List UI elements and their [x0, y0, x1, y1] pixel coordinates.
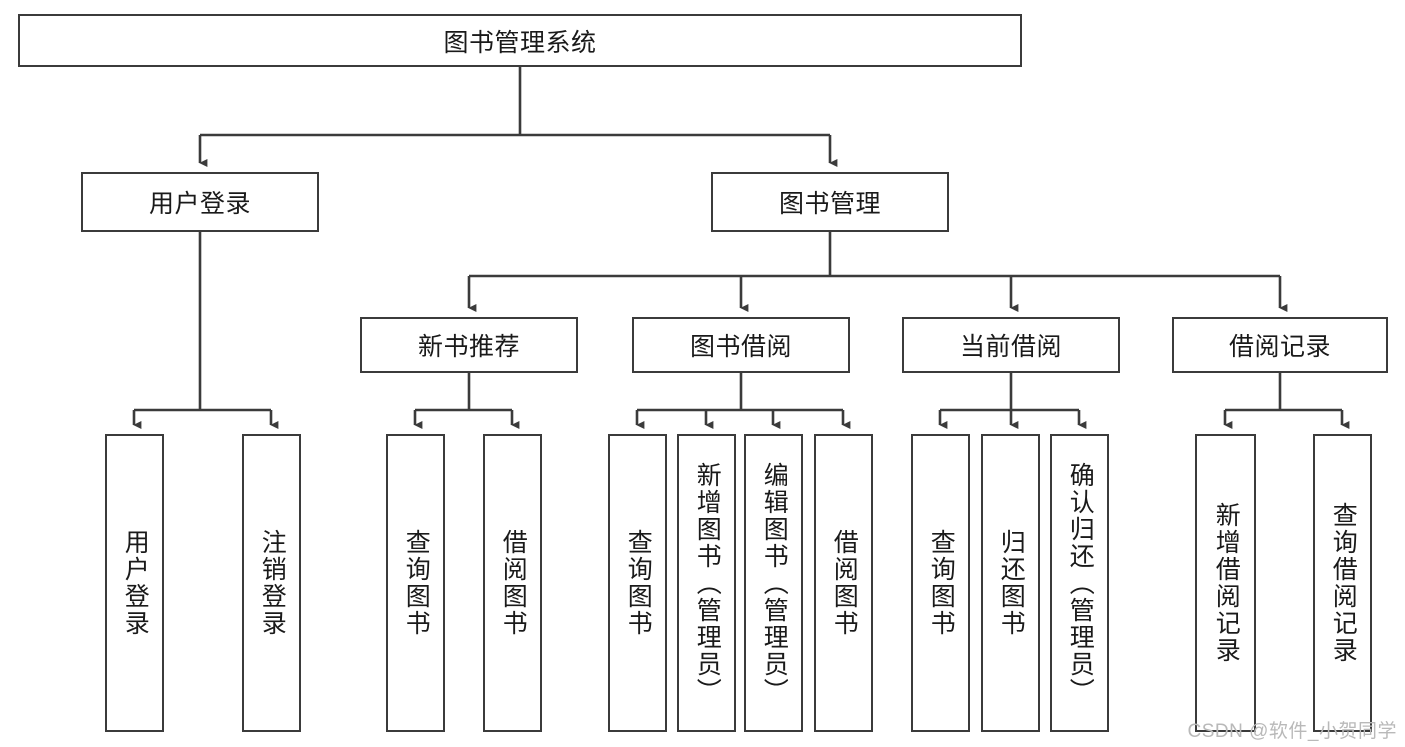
node-current-borrow[interactable]: 当前借阅 — [902, 317, 1120, 373]
leaf-query-book-3[interactable]: 查询图书 — [911, 434, 970, 732]
leaf-borrow-book-1-label: 借阅图书 — [499, 529, 528, 637]
leaf-logout[interactable]: 注销登录 — [242, 434, 301, 732]
node-root-label: 图书管理系统 — [443, 28, 597, 57]
node-current-borrow-label: 当前借阅 — [959, 333, 1062, 361]
leaf-user-login[interactable]: 用户登录 — [105, 434, 164, 732]
node-borrow-record[interactable]: 借阅记录 — [1172, 317, 1388, 373]
node-new-book-recommend-label: 新书推荐 — [417, 333, 520, 361]
node-book-manage-label: 图书管理 — [778, 190, 881, 218]
leaf-confirm-return[interactable]: 确认归还（管理员） — [1050, 434, 1109, 732]
leaf-query-book-2-label: 查询图书 — [624, 529, 653, 637]
leaf-query-book-1[interactable]: 查询图书 — [386, 434, 445, 732]
leaf-confirm-return-label: 确认归还（管理员） — [1066, 461, 1095, 705]
leaf-add-book[interactable]: 新增图书（管理员） — [677, 434, 736, 732]
leaf-borrow-book-2-label: 借阅图书 — [830, 529, 859, 637]
leaf-logout-label: 注销登录 — [258, 529, 287, 637]
leaf-query-record[interactable]: 查询借阅记录 — [1313, 434, 1372, 732]
node-new-book-recommend[interactable]: 新书推荐 — [360, 317, 578, 373]
leaf-return-book[interactable]: 归还图书 — [981, 434, 1040, 732]
leaf-query-book-1-label: 查询图书 — [402, 529, 431, 637]
node-borrow-record-label: 借阅记录 — [1228, 333, 1331, 361]
node-root[interactable]: 图书管理系统 — [18, 14, 1022, 67]
leaf-add-record[interactable]: 新增借阅记录 — [1195, 434, 1256, 732]
node-book-borrow[interactable]: 图书借阅 — [632, 317, 850, 373]
node-user-login[interactable]: 用户登录 — [81, 172, 319, 232]
leaf-return-book-label: 归还图书 — [997, 529, 1026, 637]
leaf-query-record-label: 查询借阅记录 — [1329, 502, 1358, 664]
leaf-add-record-label: 新增借阅记录 — [1212, 502, 1241, 664]
leaf-edit-book[interactable]: 编辑图书（管理员） — [744, 434, 803, 732]
node-book-manage[interactable]: 图书管理 — [711, 172, 949, 232]
leaf-borrow-book-2[interactable]: 借阅图书 — [814, 434, 873, 732]
leaf-add-book-label: 新增图书（管理员） — [693, 461, 722, 705]
csdn-watermark: CSDN @软件_小贺同学 — [1187, 721, 1397, 742]
node-user-login-label: 用户登录 — [148, 190, 251, 218]
leaf-borrow-book-1[interactable]: 借阅图书 — [483, 434, 542, 732]
leaf-user-login-label: 用户登录 — [121, 529, 150, 637]
node-book-borrow-label: 图书借阅 — [689, 333, 792, 361]
leaf-query-book-3-label: 查询图书 — [927, 529, 956, 637]
leaf-query-book-2[interactable]: 查询图书 — [608, 434, 667, 732]
leaf-edit-book-label: 编辑图书（管理员） — [760, 461, 789, 705]
